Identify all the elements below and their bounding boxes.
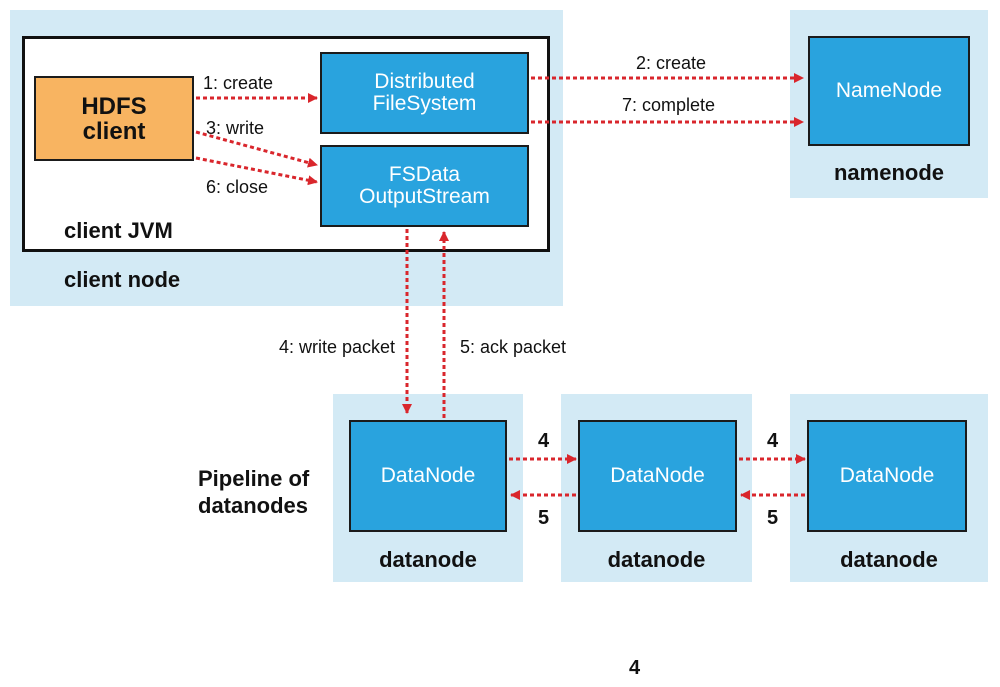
datanode-box-1: DataNode	[349, 420, 507, 532]
dfs-line2: FileSystem	[372, 92, 477, 115]
datanode-label-1: datanode	[379, 547, 477, 572]
datanode-label-3: datanode	[840, 547, 938, 572]
label-1-create: 1: create	[203, 73, 274, 93]
label-4-a: 4	[538, 430, 550, 452]
label-7-complete: 7: complete	[622, 95, 716, 115]
hdfs-client-line2: client	[82, 117, 146, 145]
namenode-box: NameNode	[808, 36, 970, 146]
label-6-close: 6: close	[206, 177, 269, 197]
pipeline-label: Pipeline of datanodes	[198, 465, 309, 519]
dfs-line1: Distributed	[374, 70, 475, 93]
label-5-b: 5	[767, 507, 779, 529]
fsdos-line1: FSData	[388, 163, 461, 186]
footer-number: 4	[629, 657, 641, 679]
datanode-box-3: DataNode	[807, 420, 967, 532]
datanode-label-2: datanode	[607, 547, 706, 572]
label-4-write-packet: 4: write packet	[279, 337, 396, 357]
label-5-ack-packet: 5: ack packet	[460, 337, 567, 357]
distributed-filesystem-box: Distributed FileSystem	[320, 52, 529, 134]
label-3-write: 3: write	[206, 118, 265, 138]
datanode-box-2: DataNode	[578, 420, 737, 532]
label-5-a: 5	[538, 507, 550, 529]
client-jvm-label: client JVM	[64, 218, 173, 243]
pipeline-label-line1: Pipeline of	[198, 466, 310, 491]
namenode-label: namenode	[833, 160, 945, 185]
hdfs-client-box: HDFS client	[34, 76, 194, 161]
hdfs-client-line1: HDFS	[81, 92, 147, 120]
pipeline-label-line2: datanodes	[198, 493, 309, 518]
fsdata-outputstream-box: FSData OutputStream	[320, 145, 529, 227]
client-node-label: client node	[64, 267, 181, 292]
label-4-b: 4	[767, 430, 779, 452]
fsdos-line2: OutputStream	[359, 185, 490, 208]
label-2-create: 2: create	[636, 53, 707, 73]
